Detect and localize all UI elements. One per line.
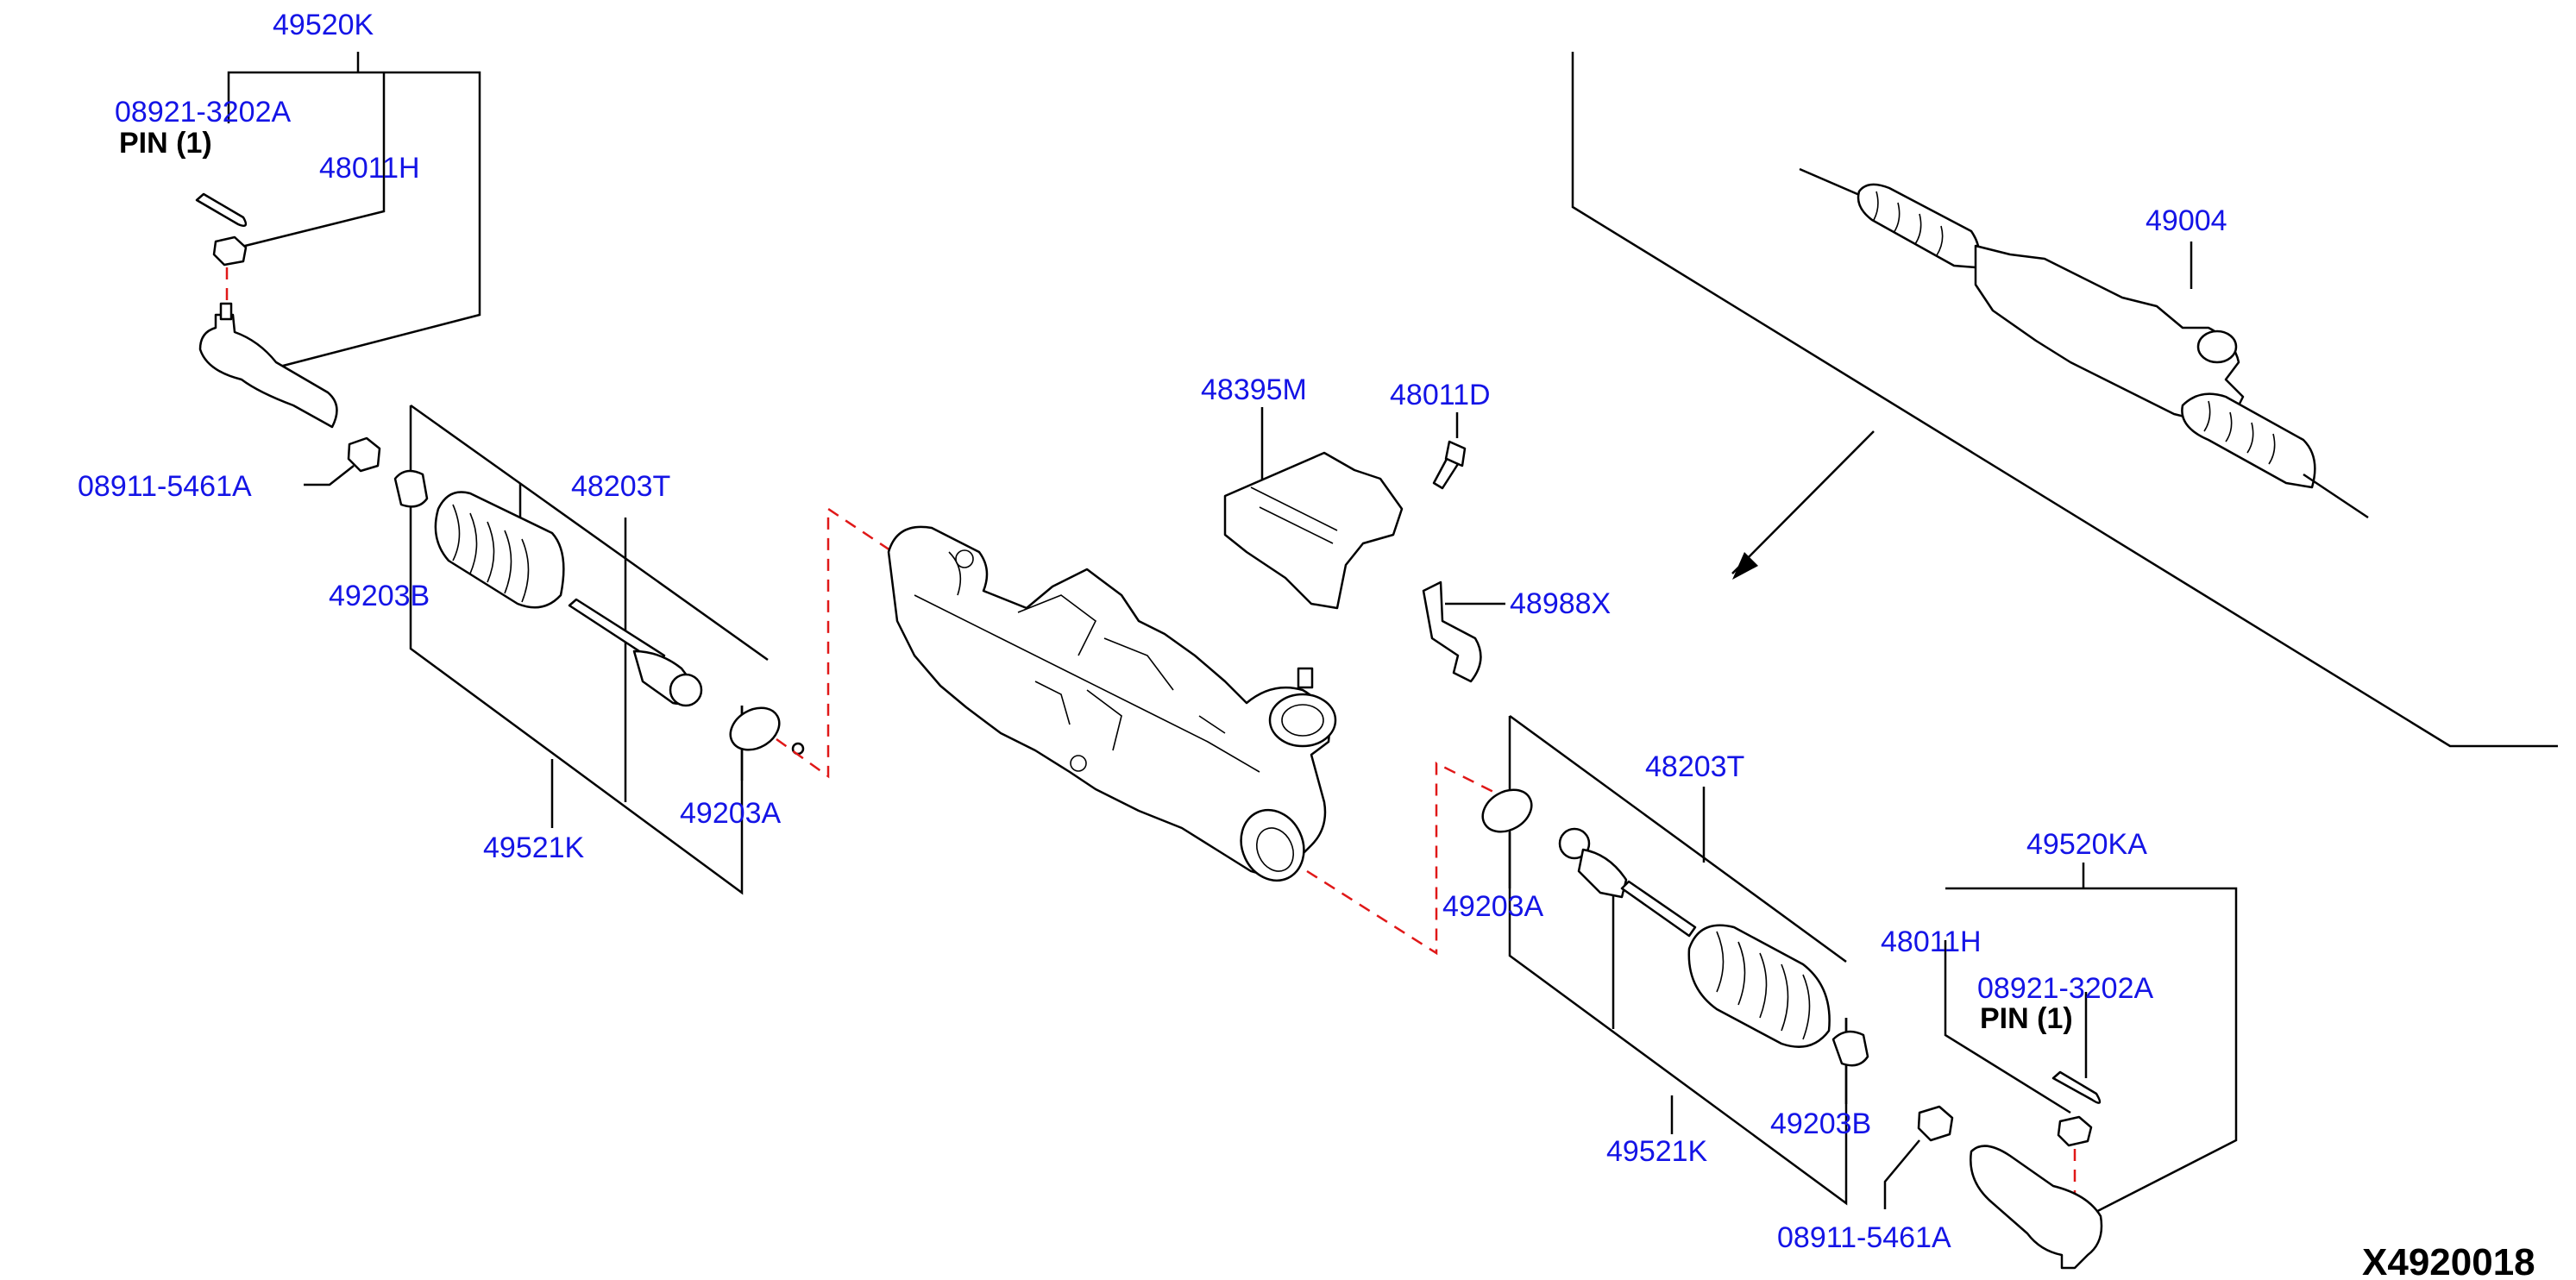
label-49203B-right[interactable]: 49203B [1770, 1107, 1871, 1140]
inset-rod-left [1799, 167, 1864, 198]
boot-ribs-left [452, 504, 530, 603]
direction-arrow-head [1732, 552, 1758, 580]
bracket-48011H-right [1944, 940, 2071, 1114]
label-48011H-right[interactable]: 48011H [1881, 925, 1982, 958]
lock-nut-left[interactable] [347, 436, 381, 473]
heat-insulator-folds [1250, 486, 1338, 544]
right-outer-tie-rod-group [1883, 863, 2238, 1270]
inset-boot-left [1857, 183, 1981, 269]
bracket-left-kit [409, 405, 744, 895]
bracket-right-kit-top [1509, 714, 1847, 963]
inset-border [1571, 52, 2558, 748]
steering-boot-right[interactable] [1687, 924, 1831, 1048]
pinion-shaft [1297, 667, 1314, 689]
label-48011D[interactable]: 48011D [1390, 379, 1491, 411]
tie-rod-stud-left [219, 302, 233, 321]
label-49203A-left[interactable]: 49203A [680, 797, 782, 830]
label-48988X[interactable]: 48988X [1510, 587, 1611, 620]
bracket-49520KA [1945, 887, 2238, 1222]
cotter-pin-left[interactable] [195, 192, 248, 227]
mount-hole-left [955, 549, 974, 568]
inner-tie-rod-shaft-right [1620, 880, 1697, 938]
label-08911-5461A-right[interactable]: 08911-5461A [1777, 1221, 1951, 1254]
leader-08911-right [1883, 1139, 1920, 1209]
inner-tie-rod-socket-left [669, 673, 703, 707]
washer-right[interactable] [1475, 781, 1539, 840]
pinion-valve-inner [1281, 704, 1324, 737]
leader-08911-left [304, 465, 355, 486]
castle-nut-left[interactable] [212, 235, 248, 267]
rack-end-port [1240, 808, 1305, 882]
label-49520K[interactable]: 49520K [273, 9, 374, 41]
direction-arrow-shaft [1731, 430, 1875, 574]
steering-rack-housing[interactable] [887, 525, 1337, 891]
label-pin-left: PIN (1) [119, 127, 212, 160]
inset-boot-right [2181, 392, 2316, 489]
label-48011H-left[interactable]: 48011H [319, 152, 420, 185]
rack-housing-detail [914, 551, 1260, 773]
label-08921-3202A-left[interactable]: 08921-3202A [115, 96, 292, 129]
label-49004[interactable]: 49004 [2146, 204, 2227, 237]
inset-boot-right-ribs [2203, 400, 2276, 465]
label-08921-3202A-right[interactable]: 08921-3202A [1977, 972, 2154, 1005]
rack-end-port-inner [1256, 827, 1294, 872]
label-48203T-left[interactable]: 48203T [571, 470, 670, 503]
bracket-left-kit-top [410, 404, 769, 662]
label-49203A-right[interactable]: 49203A [1442, 890, 1544, 923]
diagram-code: X4920018 [2362, 1241, 2535, 1280]
inset-boot-left-ribs [1873, 191, 1944, 256]
boot-clamp-right[interactable] [1831, 1030, 1869, 1067]
boot-ribs-right [1716, 931, 1811, 1040]
leader-48011H-left [234, 72, 386, 250]
tie-rod-end-left[interactable] [198, 313, 338, 429]
label-pin-right: PIN (1) [1980, 1002, 2073, 1035]
right-boot-kit-group [1475, 714, 1869, 1206]
boot-clamp-left[interactable] [393, 469, 429, 508]
inset-rack-housing [1974, 244, 2245, 424]
guide-line-left-rack [776, 506, 894, 779]
inset-pinion [2196, 329, 2238, 364]
cotter-pin-right[interactable] [2051, 1070, 2102, 1104]
inner-tie-rod-shaft-left[interactable] [568, 598, 666, 666]
heat-insulator-group [1223, 407, 1505, 683]
inset-rod-right [2303, 473, 2369, 519]
label-08911-5461A-left[interactable]: 08911-5461A [78, 470, 252, 503]
heat-insulator-clip[interactable] [1422, 580, 1482, 683]
bracket-49520K [227, 71, 481, 373]
left-boot-kit-group [393, 404, 805, 895]
pinion-valve-housing [1268, 693, 1337, 748]
inner-tie-rod-ball-right[interactable] [1577, 848, 1628, 899]
bolt-shank [1432, 457, 1460, 490]
tie-rod-end-right[interactable] [1970, 1145, 2103, 1270]
inset-rack-assembly [1571, 52, 2558, 748]
steering-boot-left[interactable] [434, 491, 565, 609]
label-49520KA[interactable]: 49520KA [2026, 828, 2147, 861]
label-49203B-left[interactable]: 49203B [329, 580, 430, 612]
label-48395M[interactable]: 48395M [1201, 373, 1307, 406]
label-49521K-left[interactable]: 49521K [483, 831, 585, 864]
label-49521K-right[interactable]: 49521K [1606, 1135, 1708, 1168]
castle-nut-right[interactable] [2057, 1115, 2093, 1147]
washer-left[interactable] [723, 700, 787, 758]
lock-nut-right[interactable] [1917, 1105, 1954, 1142]
heat-insulator[interactable] [1223, 451, 1404, 610]
label-48203T-right[interactable]: 48203T [1645, 750, 1744, 783]
mount-hole-mid [1070, 755, 1087, 772]
guide-line-right-rack [1306, 761, 1506, 956]
left-outer-tie-rod-group [195, 52, 481, 486]
